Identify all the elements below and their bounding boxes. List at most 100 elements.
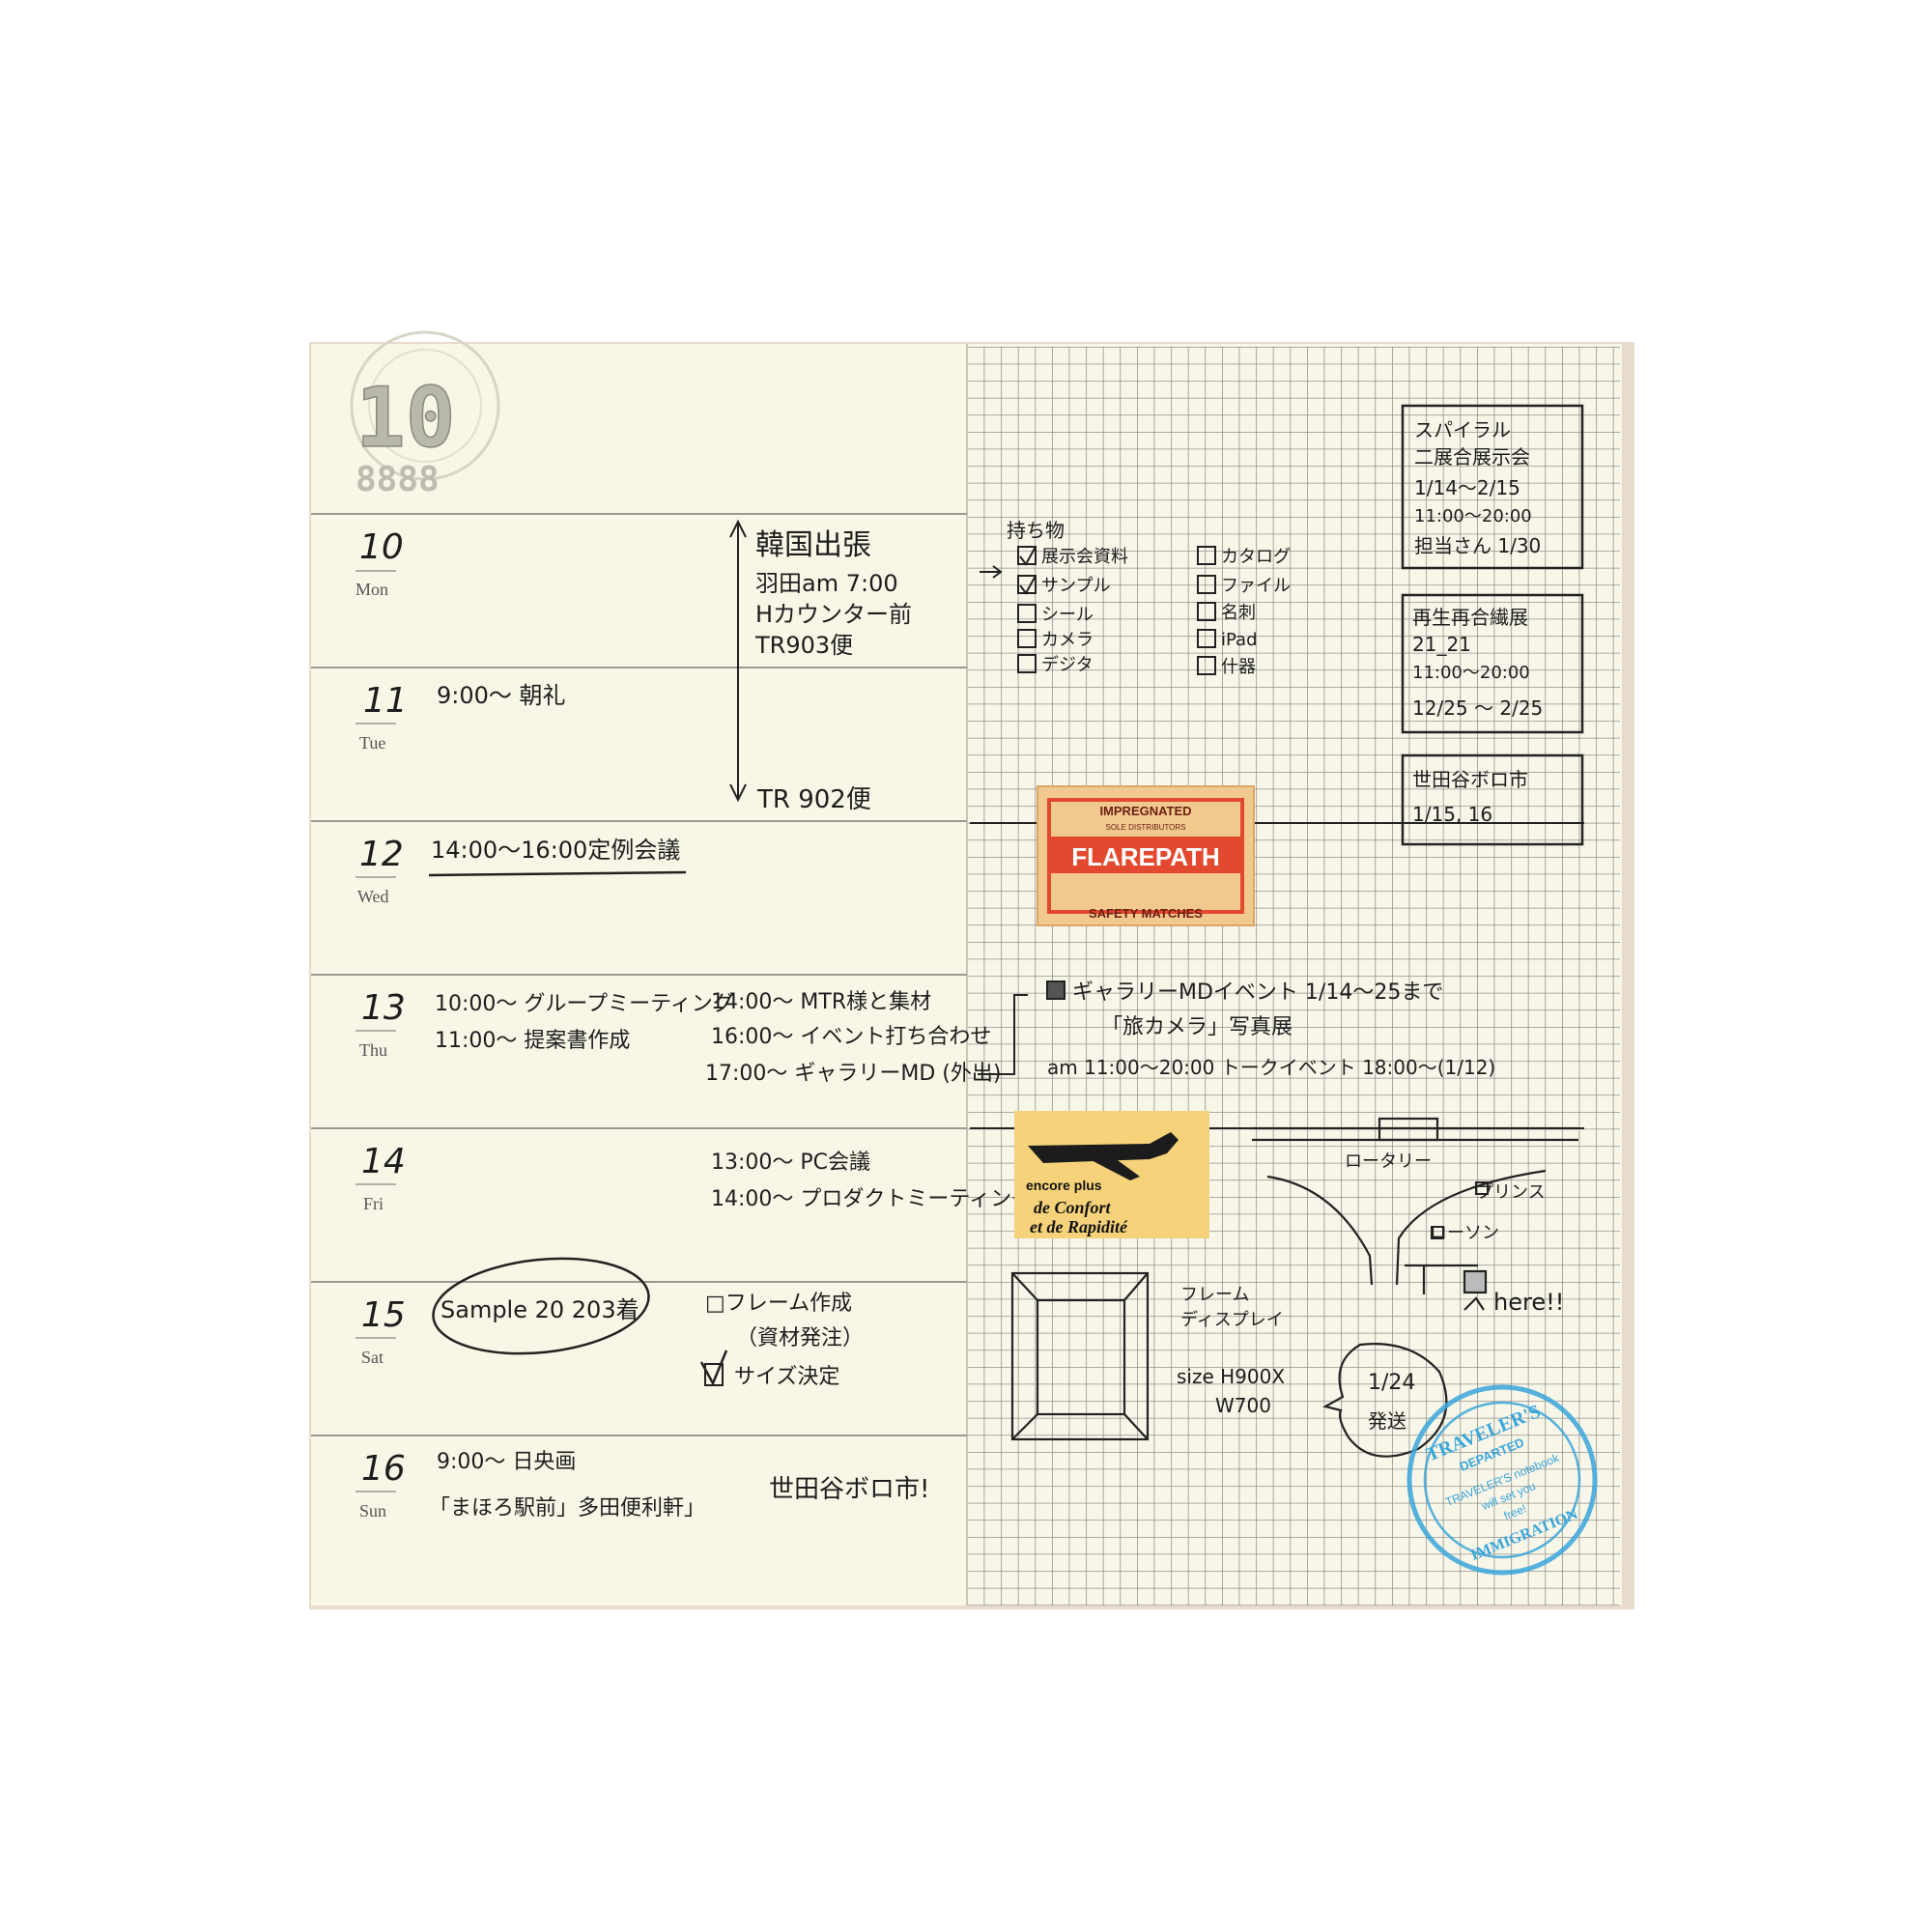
map-sketch: [1252, 1117, 1578, 1311]
box-line: 再生再合繊展: [1412, 606, 1528, 629]
box-line: 担当さん 1/30: [1414, 534, 1541, 557]
day-number: 12: [359, 835, 404, 874]
entry-tue: 9:00〜 朝礼: [437, 682, 566, 709]
box-line: 二展合展示会: [1414, 445, 1530, 469]
trip-line: Hカウンター前: [755, 601, 912, 628]
matchbox-text: IMPREGNATED: [1099, 804, 1191, 818]
entry-wed-underline: [428, 870, 687, 877]
day-number: 15: [361, 1295, 406, 1335]
box-line: 21_21: [1412, 633, 1471, 656]
entry-sun: 世田谷ボロ市!: [769, 1475, 929, 1504]
checklist-item: 什器: [1221, 657, 1256, 677]
plane-text: et de Rapidité: [1030, 1217, 1128, 1236]
right-page-entries: 持ち物 展示会資料 サンプル シール カメラ デジタ カタログ ファイル 名刺 …: [970, 404, 1584, 1458]
entry-sat: □フレーム作成: [705, 1292, 852, 1316]
checklist-item: カメラ: [1041, 630, 1094, 650]
map-label: ローソン: [1430, 1223, 1499, 1243]
trip-arrow-head-top: [729, 519, 747, 538]
entry-thu: 16:00〜 イベント打ち合わせ: [711, 1025, 991, 1049]
day-row-sat: 15 Sat: [311, 1281, 967, 1367]
sample-circle: [432, 1257, 650, 1355]
year-display: 8888: [355, 460, 440, 499]
watermark-seal: [350, 330, 500, 481]
day-number: 16: [361, 1449, 406, 1489]
box-line: 11:00〜20:00: [1412, 663, 1530, 683]
matchbox-text: SOLE DISTRIBUTORS: [1106, 823, 1186, 832]
entry-wed: 14:00〜16:00定例会議: [431, 837, 680, 864]
day-of-week: Wed: [357, 887, 389, 906]
day-number: 13: [361, 988, 406, 1028]
checklist-item: iPad: [1221, 630, 1258, 650]
day-of-week: Tue: [359, 733, 385, 753]
box-line: 12/25 〜 2/25: [1412, 696, 1543, 720]
checklist-item: カタログ: [1221, 547, 1291, 567]
day-rows: 10 Mon 11 Tue 12 Wed 13 Thu 14 Fri: [311, 513, 967, 1520]
day-of-week: Fri: [363, 1194, 384, 1213]
day-row-mon: 10 Mon: [311, 513, 967, 599]
matchbox-text: SAFETY MATCHES: [1089, 906, 1203, 921]
entry-sun: 「まほろ駅前」多田便利軒」: [429, 1496, 705, 1520]
entry-thu: 14:00〜 MTR様と集材: [711, 990, 931, 1014]
trip-line: TR903便: [754, 632, 853, 659]
day-row-wed: 12 Wed: [311, 820, 967, 906]
event-box-2: [1401, 593, 1584, 734]
entry-thu: 17:00〜 ギャラリーMD (外出): [705, 1062, 1001, 1086]
checklist-item: デジタ: [1041, 655, 1094, 675]
day-number: 10: [359, 527, 404, 567]
frame-note: ディスプレイ: [1180, 1310, 1284, 1330]
day-of-week: Mon: [355, 580, 388, 599]
checklist-title: 持ち物: [1007, 519, 1065, 542]
entry-sat: Sample 20 203着: [440, 1296, 639, 1323]
box-line: 11:00〜20:00: [1414, 506, 1532, 526]
checklist-item: 名刺: [1221, 603, 1256, 623]
size-note: size H900X: [1177, 1365, 1285, 1388]
map-marker: [1431, 1226, 1444, 1239]
day-row-tue: 11 Tue: [311, 667, 967, 753]
size-note: W700: [1215, 1394, 1271, 1417]
matchbox-sticker: IMPREGNATED SOLE DISTRIBUTORS FLAREPATH …: [1037, 785, 1255, 926]
day-of-week: Sat: [361, 1348, 384, 1367]
checklist-item: サンプル: [1041, 576, 1110, 596]
box-line: 世田谷ボロ市: [1412, 768, 1528, 791]
sat-checkbox: [704, 1363, 724, 1386]
day-of-week: Sun: [359, 1501, 386, 1520]
day-of-week: Thu: [359, 1040, 387, 1060]
checklist-arrow: [980, 565, 1003, 579]
checklist-item: シール: [1041, 605, 1094, 625]
gallery-line: am 11:00〜20:00 トークイベント 18:00〜(1/12): [1047, 1056, 1495, 1079]
left-page-entries: 韓国出張 羽田am 7:00 Hカウンター前 TR903便 TR 902便 9:…: [428, 519, 1033, 1520]
entry-fri: 13:00〜 PC会議: [711, 1151, 870, 1175]
entry-sun: 9:00〜 日央画: [437, 1450, 576, 1474]
thu-bracket: [978, 994, 1028, 1075]
gallery-line: ギャラリーMDイベント 1/14〜25まで: [1072, 980, 1443, 1005]
month-display: 10: [355, 370, 456, 467]
checklist-right: カタログ ファイル 名刺 iPad 什器: [1197, 546, 1291, 677]
entry-thu: 10:00〜 グループミーティング: [435, 992, 734, 1016]
speech-bubble: [1322, 1343, 1448, 1458]
trip-arrow-head-bottom: [729, 783, 747, 803]
plane-sticker: encore plus de Confort et de Rapidité: [1014, 1111, 1209, 1238]
frame-sketch: [1010, 1271, 1150, 1441]
watermark-seal-inner: [368, 349, 482, 463]
day-number: 11: [363, 681, 408, 721]
map-label: here!!: [1493, 1289, 1564, 1316]
box-line: 1/14〜2/15: [1414, 476, 1520, 499]
entry-sat: サイズ決定: [734, 1365, 839, 1389]
day-row-thu: 13 Thu: [311, 974, 967, 1060]
checklist-left: 展示会資料 サンプル シール カメラ デジタ: [1017, 546, 1128, 675]
day-row-sun: 16 Sun: [311, 1435, 967, 1520]
map-marker: [1475, 1181, 1489, 1195]
checklist-item: 展示会資料: [1041, 547, 1128, 567]
bubble-text: 1/24: [1368, 1371, 1415, 1395]
trip-return: TR 902便: [756, 785, 871, 814]
day-row-fri: 14 Fri: [311, 1127, 967, 1213]
gallery-checkbox: [1046, 980, 1065, 1000]
bubble-text: 発送: [1368, 1409, 1406, 1433]
sat-checkmark: [699, 1350, 728, 1386]
map-label: ロータリー: [1345, 1151, 1432, 1172]
grid-paper: [967, 347, 1620, 1605]
entry-fri: 14:00〜 プロダクトミーティング: [711, 1187, 1033, 1211]
plane-text: de Confort: [1034, 1198, 1112, 1217]
day-number: 14: [361, 1142, 406, 1181]
